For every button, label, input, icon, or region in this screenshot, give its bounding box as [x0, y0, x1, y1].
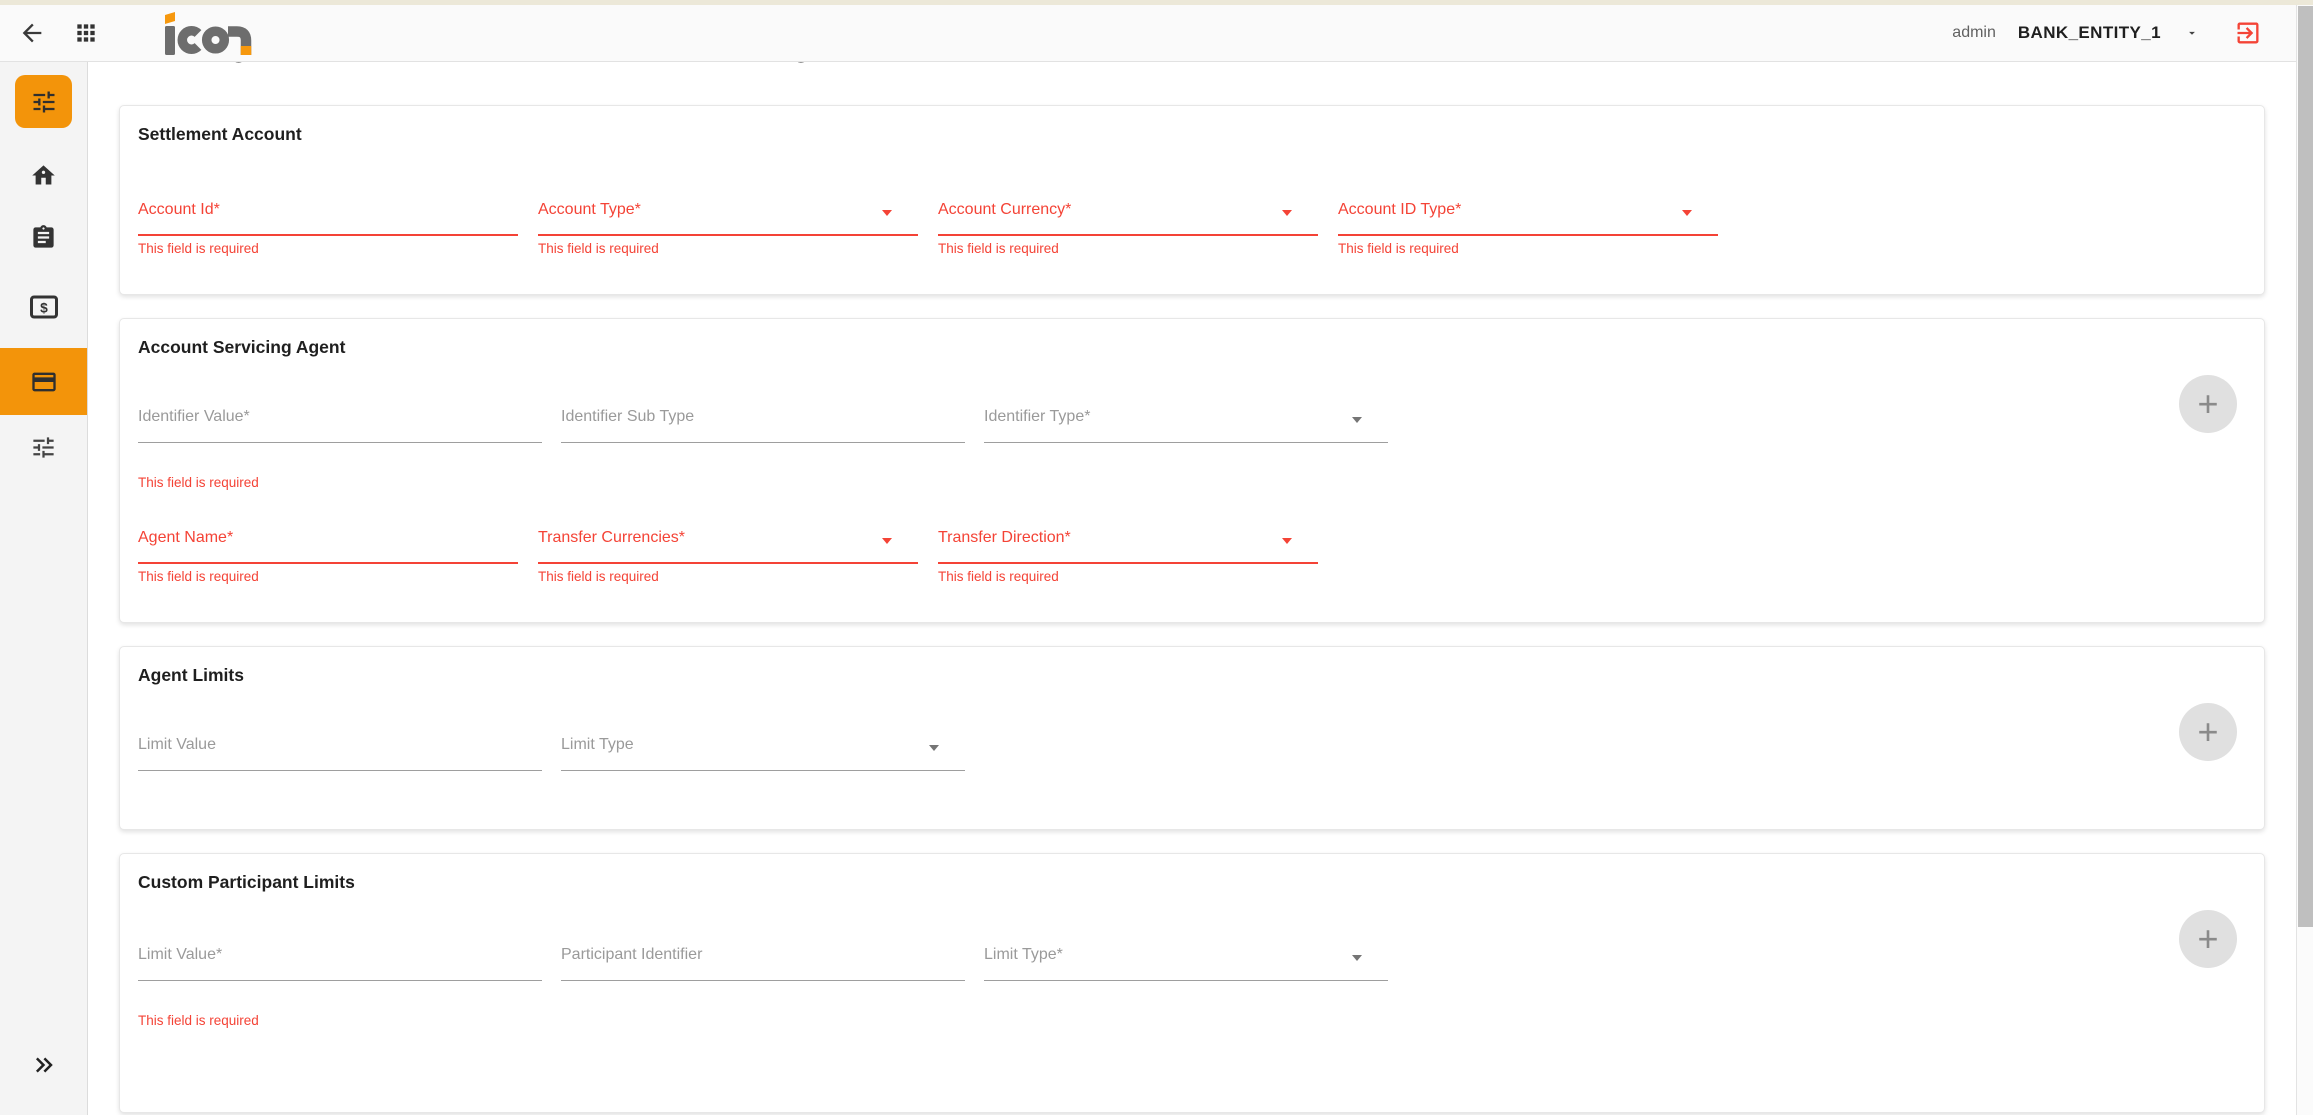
- field-error-text: This field is required: [138, 475, 259, 490]
- field-label: Identifier Sub Type: [561, 408, 695, 425]
- back-button[interactable]: [16, 17, 48, 49]
- home-icon: [32, 164, 55, 184]
- sidebar-item-tasks[interactable]: [0, 220, 87, 254]
- field-error-text: This field is required: [138, 569, 259, 584]
- apps-grid-icon: [77, 24, 95, 42]
- add-participant-limit-button[interactable]: +: [2179, 910, 2237, 968]
- sidebar-item-settlements[interactable]: [0, 348, 87, 415]
- sidebar-fab-tune[interactable]: [15, 75, 72, 128]
- section-custom-participant-limits: Custom Participant Limits + Limit Value*…: [119, 853, 2265, 1113]
- sidebar-item-home[interactable]: [0, 158, 87, 192]
- credit-card-icon: [31, 372, 56, 391]
- logout-button[interactable]: [2233, 18, 2263, 48]
- add-servicing-agent-button[interactable]: +: [2179, 375, 2237, 433]
- field-label: Agent Name*: [138, 529, 234, 546]
- field-label: Transfer Currencies*: [538, 529, 686, 546]
- field-label: Account Currency*: [938, 201, 1072, 218]
- dropdown-arrow-icon: [1352, 417, 1362, 423]
- sidebar-item-money[interactable]: $: [0, 290, 87, 324]
- field-account-id[interactable]: Account Id* This field is required: [138, 201, 518, 257]
- field-transfer-direction[interactable]: Transfer Direction* This field is requir…: [938, 529, 1318, 585]
- dropdown-arrow-icon: [1682, 210, 1692, 216]
- field-label: Limit Value: [138, 736, 216, 753]
- dropdown-arrow-icon: [1352, 955, 1362, 961]
- scrollbar-thumb[interactable]: [2298, 6, 2313, 927]
- plus-icon: +: [2197, 383, 2219, 424]
- dropdown-arrow-icon: [882, 210, 892, 216]
- logout-icon: [2237, 22, 2259, 44]
- field-label: Participant Identifier: [561, 946, 703, 963]
- back-arrow-icon: [22, 23, 42, 43]
- section-title: Custom Participant Limits: [138, 872, 355, 892]
- field-error-text: This field is required: [538, 569, 659, 584]
- money-icon: $: [29, 295, 58, 319]
- main-content: Create Agent Settlement for BANK_ENTITY_…: [88, 0, 2296, 1113]
- sidebar-expand-button[interactable]: [0, 1050, 87, 1080]
- plus-icon: +: [2197, 918, 2219, 959]
- field-label: Limit Type: [561, 736, 634, 753]
- apps-grid-button[interactable]: [70, 17, 102, 49]
- field-error-text: This field is required: [1338, 241, 1459, 256]
- field-label: Identifier Value*: [138, 408, 250, 425]
- field-account-currency[interactable]: Account Currency* This field is required: [938, 201, 1318, 257]
- plus-icon: +: [2197, 711, 2219, 752]
- dropdown-arrow-icon: [1282, 538, 1292, 544]
- field-identifier-type[interactable]: Identifier Type*: [984, 408, 1388, 491]
- field-label: Identifier Type*: [984, 408, 1091, 425]
- tune-icon: [33, 436, 54, 458]
- field-label: Account Id*: [138, 201, 220, 218]
- top-app-bar: admin BANK_ENTITY_1: [0, 5, 2313, 62]
- field-label: Limit Type*: [984, 946, 1063, 963]
- clipboard-icon: [33, 224, 54, 248]
- window-top-strip: [0, 0, 2313, 5]
- entity-selector[interactable]: BANK_ENTITY_1: [2017, 23, 2161, 42]
- field-transfer-currencies[interactable]: Transfer Currencies* This field is requi…: [538, 529, 918, 585]
- dropdown-arrow-icon: [882, 538, 892, 544]
- sidebar-item-settings[interactable]: [0, 430, 87, 464]
- field-error-text: This field is required: [138, 241, 259, 256]
- tune-icon: [33, 91, 54, 112]
- field-error-text: This field is required: [938, 241, 1059, 256]
- field-participant-identifier[interactable]: Participant Identifier: [561, 946, 965, 1029]
- add-agent-limit-button[interactable]: +: [2179, 703, 2237, 761]
- dropdown-caret-icon[interactable]: [2185, 26, 2199, 40]
- field-label: Account Type*: [538, 201, 641, 218]
- field-identifier-value[interactable]: Identifier Value* This field is required: [138, 408, 542, 491]
- field-limit-type[interactable]: Limit Type: [561, 736, 965, 771]
- section-agent-limits: Agent Limits + Limit Value Limit Type: [119, 646, 2265, 830]
- dropdown-arrow-icon: [1282, 210, 1292, 216]
- double-chevron-right-icon: [35, 1057, 53, 1073]
- field-error-text: This field is required: [138, 1013, 259, 1028]
- svg-text:$: $: [40, 301, 48, 316]
- user-name: admin: [1952, 24, 1996, 41]
- section-title: Account Servicing Agent: [138, 337, 346, 357]
- field-error-text: This field is required: [538, 241, 659, 256]
- field-label: Transfer Direction*: [938, 529, 1071, 546]
- vertical-scrollbar[interactable]: [2296, 5, 2313, 1115]
- section-account-servicing-agent: Account Servicing Agent + Identifier Val…: [119, 318, 2265, 623]
- section-title: Settlement Account: [138, 124, 302, 144]
- field-cpl-limit-value[interactable]: Limit Value* This field is required: [138, 946, 542, 1029]
- left-sidebar: $: [0, 62, 88, 1115]
- icon-logo: [165, 12, 252, 55]
- field-cpl-limit-type[interactable]: Limit Type*: [984, 946, 1388, 1029]
- field-error-text: This field is required: [938, 569, 1059, 584]
- field-limit-value[interactable]: Limit Value: [138, 736, 542, 771]
- field-label: Account ID Type*: [1338, 201, 1462, 218]
- field-agent-name[interactable]: Agent Name* This field is required: [138, 529, 518, 585]
- section-settlement-account: Settlement Account Account Id* This fiel…: [119, 105, 2265, 295]
- section-title: Agent Limits: [138, 665, 244, 685]
- field-account-type[interactable]: Account Type* This field is required: [538, 201, 918, 257]
- dropdown-arrow-icon: [929, 745, 939, 751]
- field-label: Limit Value*: [138, 946, 223, 963]
- field-account-id-type[interactable]: Account ID Type* This field is required: [1338, 201, 1718, 257]
- field-identifier-sub-type[interactable]: Identifier Sub Type: [561, 408, 965, 491]
